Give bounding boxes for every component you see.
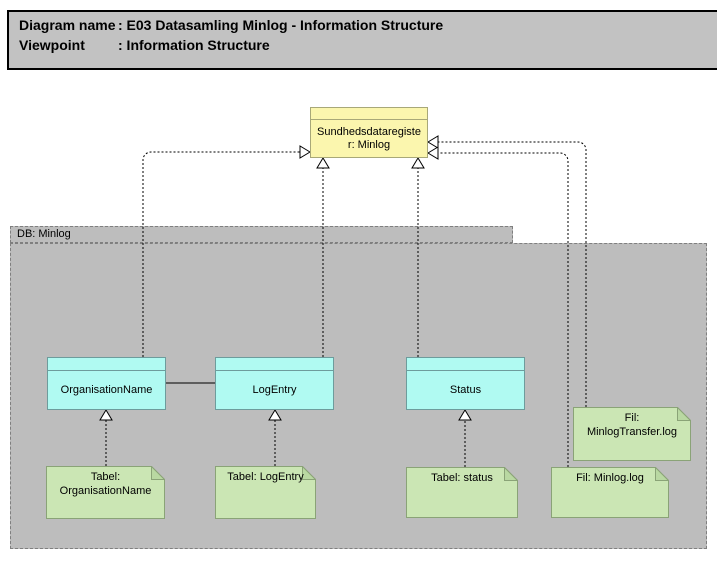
note-fold-corner	[302, 466, 316, 480]
entity-header-strip	[48, 358, 165, 371]
viewpoint-value: : Information Structure	[118, 37, 270, 53]
triangle-arrowhead-right-upper	[427, 135, 439, 149]
viewpoint-label: Viewpoint	[19, 37, 85, 53]
entity-header-strip	[407, 358, 524, 371]
note-label: Fil: MinlogTransfer.log	[586, 412, 678, 438]
component-sundhedsdataregister-minlog[interactable]: Sundhedsdataregiste r: Minlog	[310, 107, 428, 158]
entity-label: OrganisationName	[60, 384, 153, 396]
entity-logentry[interactable]: LogEntry	[215, 357, 334, 410]
note-shape	[551, 467, 669, 518]
note-fil-minlog-log[interactable]: Fil: Minlog.log	[551, 467, 669, 518]
note-fold-corner	[504, 467, 518, 481]
triangle-arrowhead-right-lower	[427, 146, 439, 160]
diagram-name-label: Diagram name	[19, 17, 116, 33]
component-label: Sundhedsdataregiste r: Minlog	[311, 120, 427, 157]
group-label: DB: Minlog	[17, 228, 71, 240]
note-shape	[215, 466, 316, 519]
note-shape	[406, 467, 518, 518]
note-shape	[573, 407, 691, 461]
component-header-strip	[311, 108, 427, 120]
note-tabel-status[interactable]: Tabel: status	[406, 467, 518, 518]
group-db-minlog-tab[interactable]: DB: Minlog	[10, 226, 513, 243]
component-label-line2: r: Minlog	[347, 138, 391, 151]
component-label-line1: Sundhedsdataregiste	[317, 125, 421, 138]
triangle-arrowhead-bottom-logentry	[316, 157, 330, 169]
viewpoint-row: Viewpoint : Information Structure	[19, 35, 717, 55]
note-fold-corner	[151, 466, 165, 480]
note-fold-corner	[655, 467, 669, 481]
note-fold-corner	[677, 407, 691, 421]
entity-organisationname[interactable]: OrganisationName	[47, 357, 166, 410]
triangle-arrowhead-bottom-status	[411, 157, 425, 169]
entity-label: Status	[449, 384, 482, 396]
entity-header-strip	[216, 358, 333, 371]
triangle-arrowhead-left-side	[299, 145, 311, 159]
note-label: Tabel: LogEntry	[227, 471, 304, 483]
note-fil-minlogtransfer-log[interactable]: Fil: MinlogTransfer.log	[573, 407, 691, 461]
diagram-name-value: : E03 Datasamling Minlog - Information S…	[118, 17, 444, 33]
note-label: Tabel: OrganisationName	[59, 471, 152, 497]
title-block: Diagram name: E03 Datasamling Minlog - I…	[7, 10, 717, 70]
note-tabel-organisationname[interactable]: Tabel: OrganisationName	[46, 466, 165, 519]
note-tabel-logentry[interactable]: Tabel: LogEntry	[215, 466, 316, 519]
note-label: Fil: Minlog.log	[576, 472, 644, 484]
entity-label: LogEntry	[252, 384, 297, 396]
entity-status[interactable]: Status	[406, 357, 525, 410]
note-shape	[46, 466, 165, 519]
diagram-name-row: Diagram name: E03 Datasamling Minlog - I…	[19, 15, 717, 35]
note-label: Tabel: status	[431, 472, 493, 484]
